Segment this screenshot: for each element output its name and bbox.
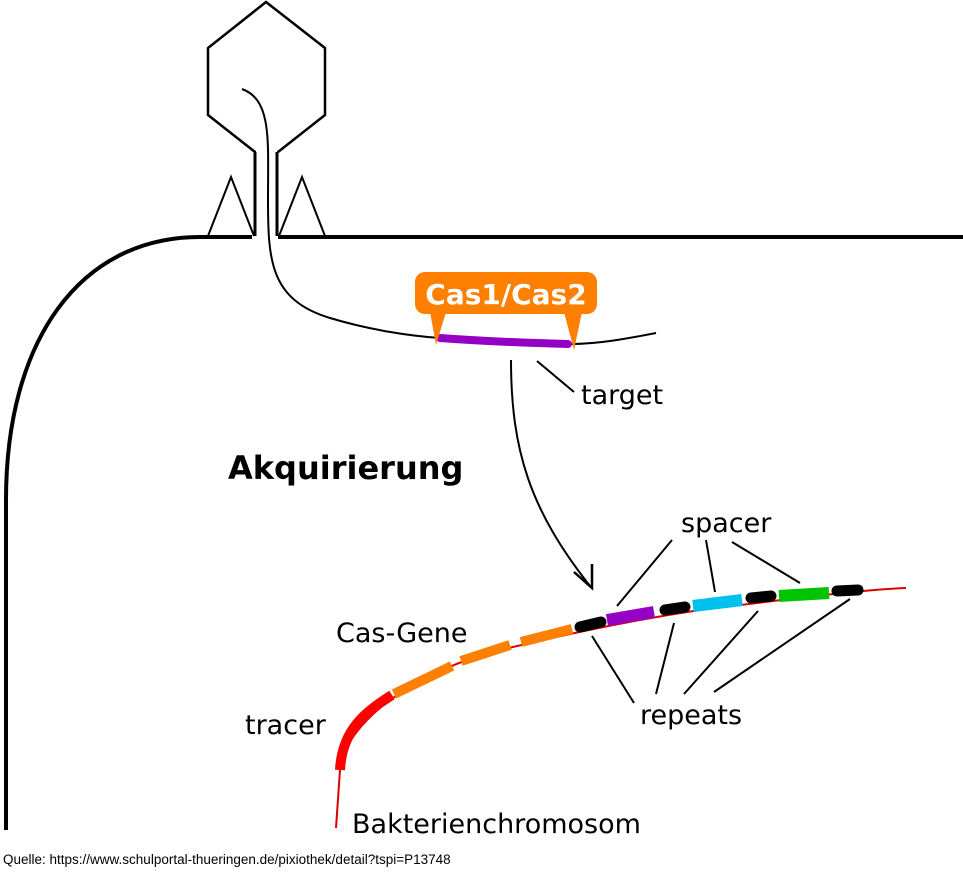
target-leader-line xyxy=(536,360,575,393)
phage-tail-fiber-right xyxy=(278,174,326,237)
target-segment xyxy=(436,334,572,348)
cas-gene-block xyxy=(519,624,574,647)
source-credit: Quelle: https://www.schulportal-thuering… xyxy=(3,852,451,867)
repeat-block xyxy=(659,601,691,616)
spacer-leader-lines xyxy=(616,539,801,607)
tracer-segment xyxy=(335,690,395,771)
repeats-label: repeats xyxy=(640,700,742,731)
process-label: Akquirierung xyxy=(228,449,463,487)
cas-gene-block xyxy=(391,661,455,699)
spacer-label: spacer xyxy=(681,508,772,539)
cas1-cas2-label: Cas1/Cas2 xyxy=(425,278,586,311)
repeat-block xyxy=(745,590,777,604)
chromosome-label: Bakterienchromosom xyxy=(352,809,641,840)
target-label: target xyxy=(581,380,663,411)
repeat-block xyxy=(831,584,864,597)
cas-genes xyxy=(391,624,574,699)
repeats-leader-lines xyxy=(591,598,851,704)
phage-tail-fiber-left xyxy=(207,174,255,237)
cell-membrane xyxy=(3,235,963,830)
cas-genes-label: Cas-Gene xyxy=(336,618,467,649)
spacer-block-green xyxy=(778,587,830,602)
phage-tail xyxy=(253,152,279,236)
arrow-head-icon xyxy=(573,564,594,591)
phage-dna xyxy=(241,88,657,346)
cas-gene-block xyxy=(459,640,512,666)
spacer-block-cyan xyxy=(692,594,743,612)
crispr-array xyxy=(574,584,864,633)
acquisition-arrow xyxy=(510,359,591,587)
spacer-block-purple xyxy=(605,606,656,626)
cas1-cas2-complex: Cas1/Cas2 xyxy=(415,272,597,350)
repeat-block xyxy=(574,616,607,633)
tracer-label: tracer xyxy=(245,710,327,741)
